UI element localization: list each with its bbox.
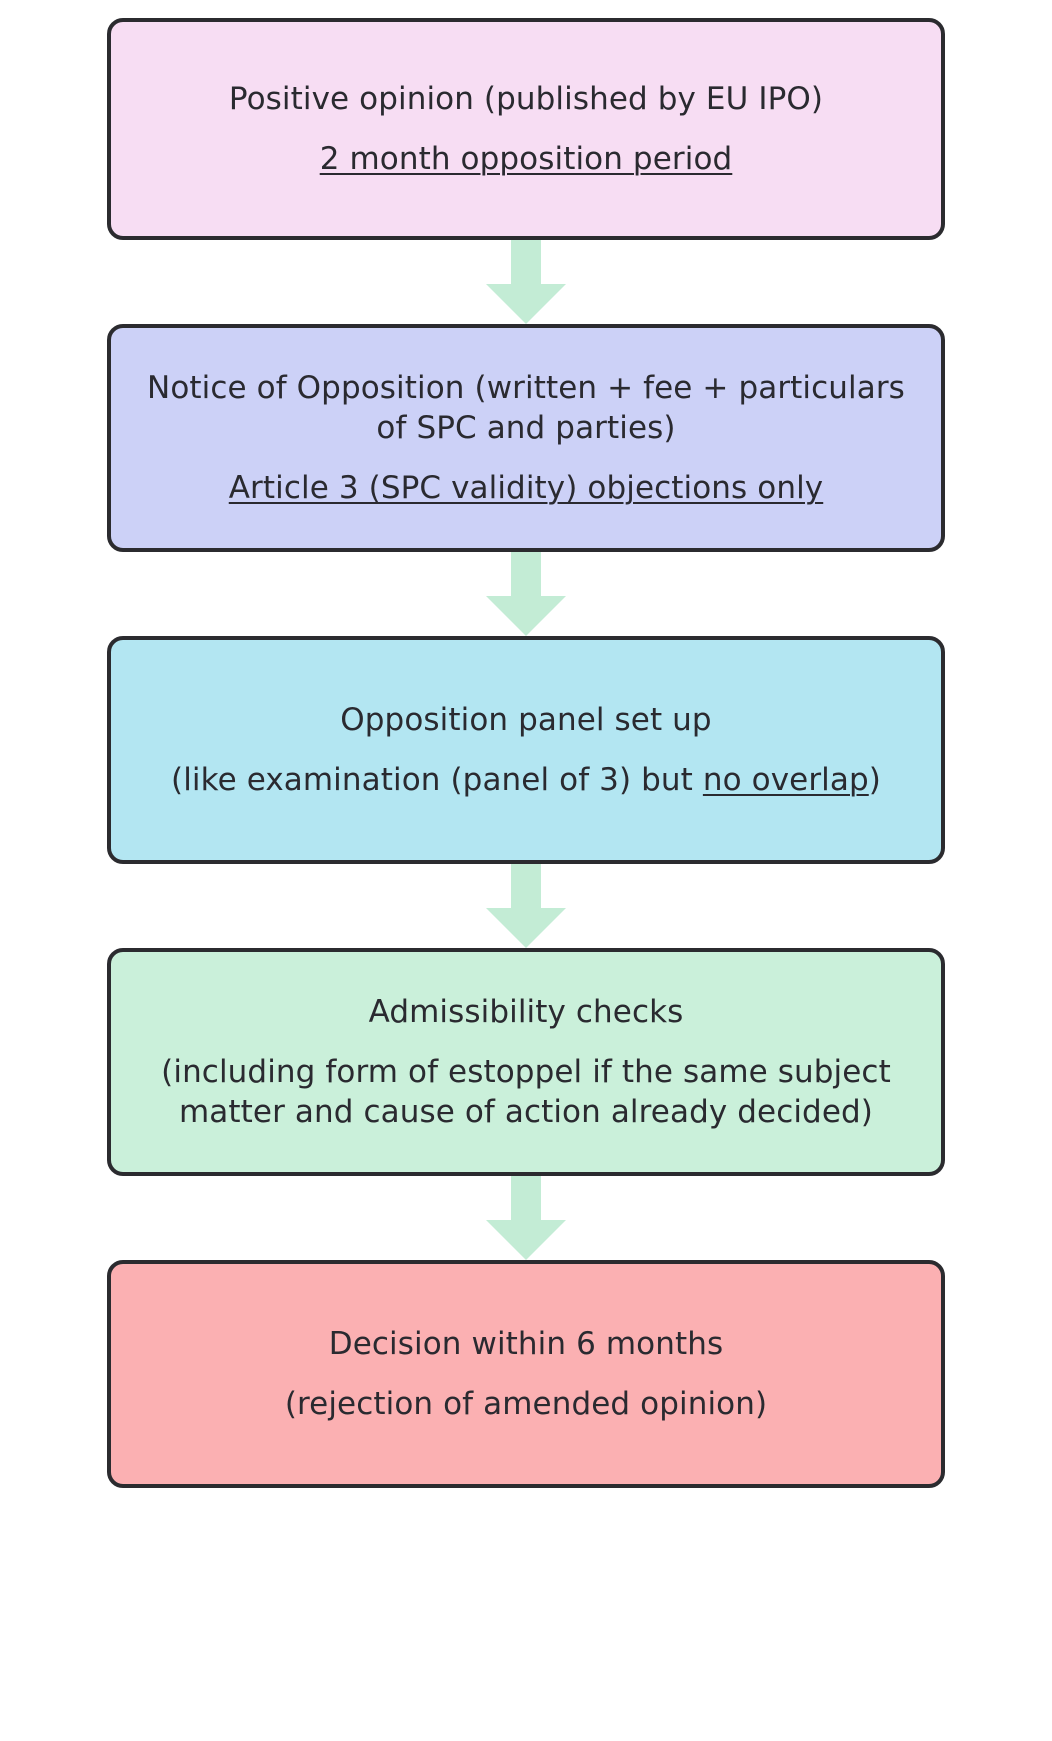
down-arrow-icon (478, 552, 574, 636)
flow-node-opposition-panel-line-2: (like examination (panel of 3) but no ov… (171, 762, 881, 798)
emphasis-underline: no overlap (702, 762, 869, 798)
flow-node-opposition-panel[interactable]: Opposition panel set up (like examination… (107, 636, 945, 864)
flow-node-notice-of-opposition-line-2: Article 3 (SPC validity) objections only (228, 470, 824, 507)
flow-node-decision-line-1: Decision within 6 months (328, 1325, 724, 1362)
flow-node-notice-of-opposition[interactable]: Notice of Opposition (written + fee + pa… (107, 324, 945, 552)
flow-node-admissibility-checks[interactable]: Admissibility checks (including form of e… (107, 948, 945, 1176)
down-arrow-icon (478, 864, 574, 948)
flow-node-positive-opinion-line-1: Positive opinion (published by EU IPO) (228, 80, 824, 117)
flow-node-positive-opinion-line-2: 2 month opposition period (319, 141, 733, 177)
down-arrow-icon (478, 240, 574, 324)
down-arrow-icon (478, 1176, 574, 1260)
flow-node-notice-of-opposition-line-1: Notice of Opposition (written + fee + pa… (147, 369, 915, 446)
flow-node-admissibility-checks-line-2: (including form of estoppel if the same … (161, 1053, 901, 1131)
flow-node-decision[interactable]: Decision within 6 months (rejection of am… (107, 1260, 945, 1488)
flow-node-positive-opinion[interactable]: Positive opinion (published by EU IPO) 2 … (107, 18, 945, 240)
flow-node-decision-line-2: (rejection of amended opinion) (284, 1386, 768, 1422)
flow-node-admissibility-checks-line-1: Admissibility checks (368, 993, 684, 1030)
flow-node-opposition-panel-line-1: Opposition panel set up (340, 701, 712, 738)
